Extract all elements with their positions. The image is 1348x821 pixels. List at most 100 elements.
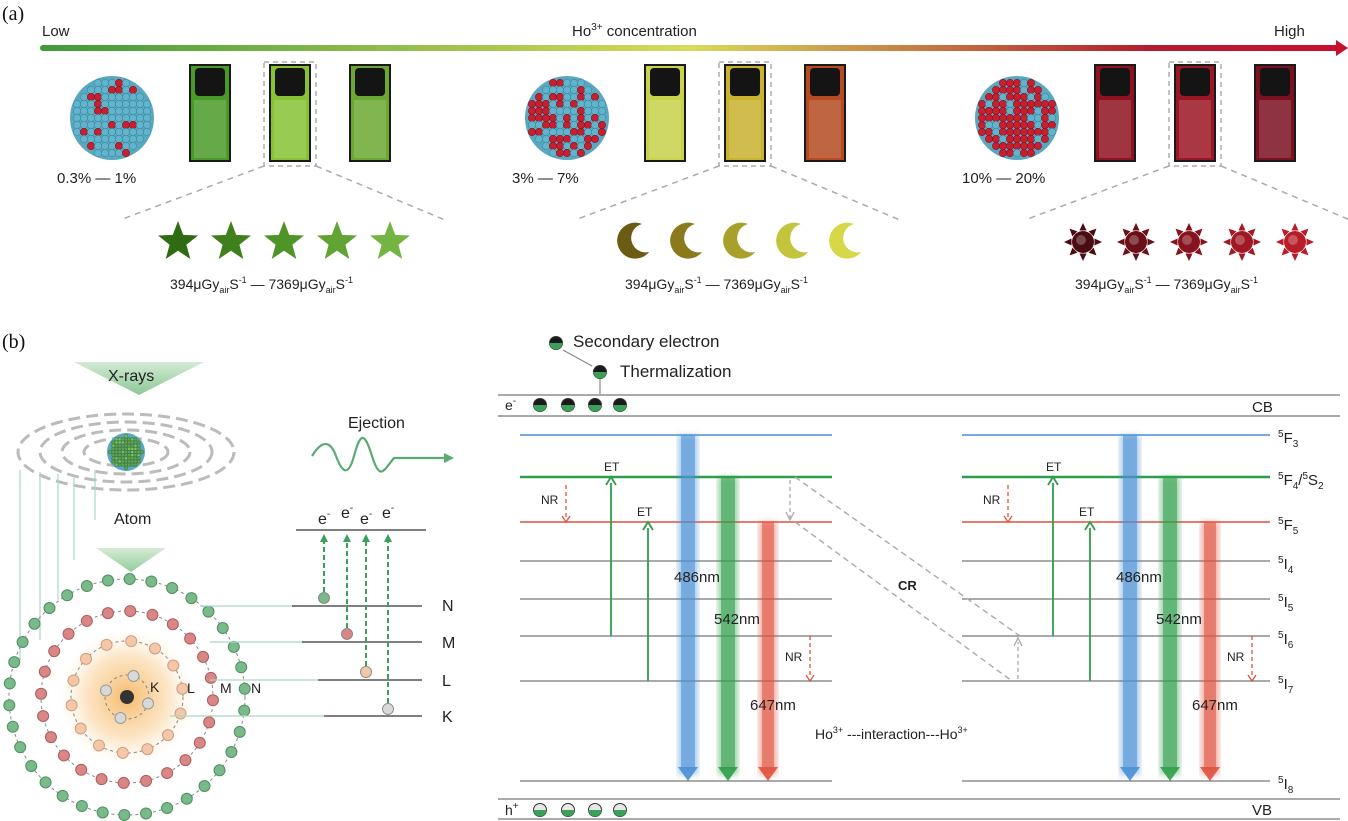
panel-b-label: (b) (2, 331, 25, 353)
electron (127, 669, 140, 682)
ejection-transitions: e-e-e-e- (318, 503, 394, 715)
atom-level-connectors (170, 605, 324, 717)
scale-low-label: Low (42, 23, 70, 40)
diagram-text: CR (898, 578, 917, 593)
electron (233, 725, 246, 738)
electron (341, 628, 353, 640)
diagram-text: 486nm (674, 569, 720, 586)
diagram-text: NR (541, 493, 559, 507)
electron (100, 638, 113, 651)
star-icon (158, 221, 198, 259)
hole-ball (533, 803, 547, 817)
electron (166, 618, 179, 631)
electron (74, 722, 87, 735)
ejected-electron-label: e- (360, 509, 372, 528)
electron (382, 703, 394, 715)
ejected-electron-label: e- (341, 503, 353, 522)
diagram-text: NR (983, 493, 1001, 507)
star-icon (317, 221, 357, 259)
hole-ball (561, 803, 575, 817)
electron (216, 622, 229, 635)
vial (718, 61, 772, 167)
concentration-group: 0.3% — 1%394μGyairS-1 — 7369μGyairS-1 (57, 61, 446, 295)
electron (25, 759, 38, 772)
ejected-electron-label: e- (318, 509, 330, 528)
electron-shell (8, 578, 246, 816)
electron (197, 650, 210, 663)
sun-icon (1170, 223, 1208, 261)
electron (141, 743, 154, 756)
concentration-range: 10% — 20% (962, 170, 1045, 187)
electron (99, 684, 112, 697)
electron (14, 741, 27, 754)
electron (142, 697, 155, 710)
ionization-levels (292, 529, 426, 717)
vial (189, 64, 231, 162)
electron (206, 694, 219, 707)
electron (44, 731, 57, 744)
vial (349, 64, 391, 162)
ejected-electron-label: e- (382, 503, 394, 522)
level-label-n: N (442, 598, 454, 615)
electron (39, 776, 52, 789)
sun-icon (1223, 223, 1261, 261)
ejection-arrow-head (444, 453, 454, 463)
xray-arrow (74, 362, 204, 395)
electron (185, 592, 198, 605)
electron (360, 666, 372, 678)
ejection-label: Ejection (348, 415, 405, 432)
panel-a-label: (a) (2, 3, 24, 25)
electron (118, 808, 131, 821)
electron (149, 642, 162, 655)
electron (140, 774, 153, 787)
shell-label-l: L (187, 680, 195, 696)
hole-ball (613, 803, 627, 817)
electron (176, 682, 189, 695)
level-label-l: L (442, 673, 451, 690)
electron (43, 602, 56, 615)
crescent-moon-icon (829, 222, 862, 259)
energy-level-label: 5F3 (1278, 429, 1299, 450)
electron (16, 636, 29, 649)
diagram-text: NR (1227, 650, 1245, 664)
crescent-moon-icon (670, 222, 703, 259)
energy-level-label: 5I6 (1278, 630, 1294, 651)
electron (161, 801, 174, 814)
electron (225, 745, 238, 758)
electron (203, 716, 216, 729)
diagram-text: 647nm (1192, 697, 1238, 714)
sun-icon (1064, 223, 1102, 261)
dose-rate-range: 394μGyairS-1 — 7369μGyairS-1 (625, 275, 808, 295)
electron (318, 592, 330, 604)
vial (1168, 61, 1222, 167)
vial (644, 64, 686, 162)
electron (57, 749, 70, 762)
nanocrystal-sphere (70, 76, 154, 160)
electron (65, 699, 78, 712)
level-label-m: M (442, 635, 455, 652)
electron-ball (613, 398, 627, 412)
electron (167, 659, 180, 672)
electron-ball (561, 398, 575, 412)
scale-high-label: High (1274, 23, 1305, 40)
electron (213, 764, 226, 777)
diagram-text: 542nm (1156, 611, 1202, 628)
electron (179, 754, 192, 767)
ionization-level-labels: N M L K (442, 598, 455, 726)
electron (8, 656, 21, 669)
level-label-k: K (442, 709, 453, 726)
secondary-electron-label: Secondary electron (573, 332, 719, 351)
hole-band-label: h+ (505, 801, 519, 818)
crescent-moon-icon (776, 222, 809, 259)
diagram-text: ET (1079, 505, 1095, 519)
electron (125, 635, 138, 648)
electron (48, 645, 61, 658)
diagram-text: ET (637, 505, 653, 519)
crescent-moon-icon (723, 222, 756, 259)
electron (198, 779, 211, 792)
band-lines (498, 394, 1340, 820)
nanocrystal-sphere (107, 433, 145, 471)
electron (238, 704, 251, 717)
electron (67, 674, 80, 687)
electron (35, 687, 48, 700)
